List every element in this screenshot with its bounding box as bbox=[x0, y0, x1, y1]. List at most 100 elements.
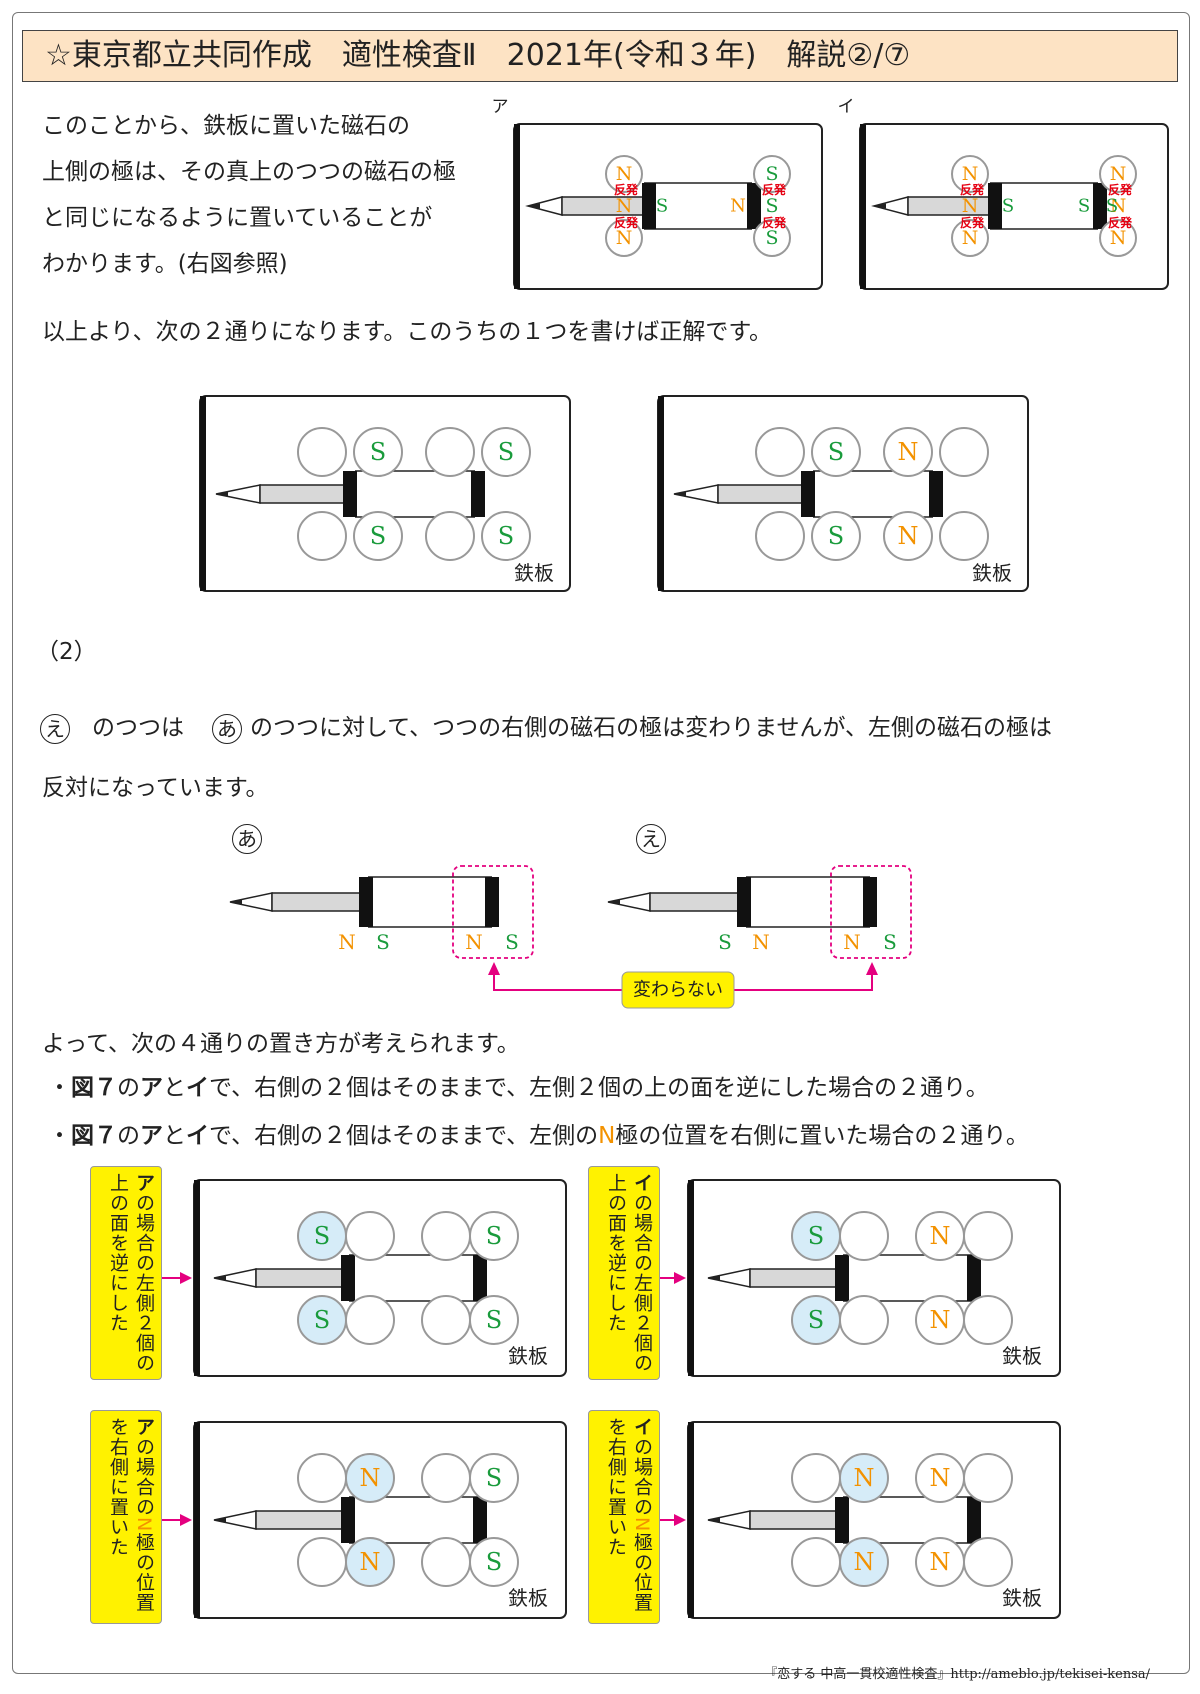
conclusion-bullet-1: ・図７のアとイで、右側の２個はそのままで、左側２個の上の面を逆にした場合の２通り… bbox=[48, 1075, 989, 1101]
case-a-flip-right-magnet bbox=[473, 1255, 487, 1301]
answer-1-circle-2-0 bbox=[425, 427, 475, 477]
fig-a-circle-lb bbox=[605, 219, 643, 257]
diagram-e-left-magnet bbox=[737, 877, 751, 927]
fig-i-circle-lb bbox=[951, 219, 989, 257]
answer-1-pole-left-1: S bbox=[370, 522, 386, 550]
diagram-e-pole-4: S bbox=[883, 930, 897, 954]
answer-1-pole-far-bottom: S bbox=[498, 522, 514, 550]
fig-i-pole-lt: N bbox=[962, 163, 979, 185]
diagram-e-pole-1: S bbox=[718, 930, 732, 954]
case-a-flip-pole-right-1: S bbox=[486, 1306, 502, 1334]
fig-a-repel-l1: 反発 bbox=[614, 182, 639, 197]
fig-i-pole-lb: N bbox=[962, 227, 979, 249]
case-a-move-circle-1-1 bbox=[345, 1537, 395, 1587]
case-a-move-circle-2-0 bbox=[421, 1453, 471, 1503]
answer-1-circle-3-0 bbox=[481, 427, 531, 477]
answer-1-circle-1-1 bbox=[353, 511, 403, 561]
fig-i-pole-rleft: S bbox=[1078, 196, 1090, 217]
diagram-e-pole-3: N bbox=[843, 930, 861, 954]
answer-2-circle-2-1 bbox=[883, 511, 933, 561]
case-i-move-circle-0-1 bbox=[791, 1537, 841, 1587]
label-a-circled: あ bbox=[232, 824, 262, 855]
case-i-move-board-edge bbox=[688, 1422, 694, 1618]
answer-1-circle-3-1 bbox=[481, 511, 531, 561]
case-a-flip-circle-2-1 bbox=[421, 1295, 471, 1345]
case-i-move-pole-hl-1: N bbox=[854, 1548, 875, 1576]
intro-line-3: と同じになるように置いていることが bbox=[42, 205, 433, 231]
case-arrow-head-2 bbox=[180, 1514, 192, 1526]
case-label-i-flip: イの場合の左側２個の上の面を逆にした bbox=[588, 1166, 660, 1380]
case-i-move-circle-0-0 bbox=[791, 1453, 841, 1503]
case-a-flip-circle-3-1 bbox=[469, 1295, 519, 1345]
fig-a-repel-l2: 反発 bbox=[614, 215, 639, 230]
case-a-move-circle-1-0 bbox=[345, 1453, 395, 1503]
case-a-flip-circle-1-0 bbox=[345, 1211, 395, 1261]
fig-i-repel-l1: 反発 bbox=[960, 182, 985, 197]
answer-2-right-magnet bbox=[929, 471, 943, 517]
fig-i-left-magnet bbox=[988, 183, 1002, 229]
case-i-flip-pole-right-0: N bbox=[930, 1222, 951, 1250]
answer-2-circle-1-0 bbox=[811, 427, 861, 477]
fig-a-right-magnet bbox=[747, 183, 761, 229]
diagram-e-highlight-box bbox=[830, 865, 912, 959]
case-a-move-pole-right-0: S bbox=[486, 1464, 502, 1492]
case-i-flip-left-magnet bbox=[835, 1255, 849, 1301]
case-a-flip-pole-hl-1: S bbox=[314, 1306, 330, 1334]
page-frame bbox=[12, 12, 1190, 1674]
case-i-move-left-magnet bbox=[835, 1497, 849, 1543]
diagram-e-pencil-lead bbox=[608, 899, 620, 905]
answer-2-pencil-body bbox=[717, 484, 804, 504]
case-i-move-circle-1-0 bbox=[839, 1453, 889, 1503]
fig-a-pole-rmid: S bbox=[765, 195, 778, 217]
page-title: ☆東京都立共同作成 適性検査Ⅱ 2021年(令和３年) 解説②/⑦ bbox=[22, 30, 1178, 82]
answer-1-circle-0-1 bbox=[297, 511, 347, 561]
diagram-e-pole-2: N bbox=[752, 930, 770, 954]
case-i-move-pole-right-0: N bbox=[930, 1464, 951, 1492]
case-i-flip-circle-1-1 bbox=[839, 1295, 889, 1345]
case-i-move-circle-1-1 bbox=[839, 1537, 889, 1587]
diagram-e-pencil-body bbox=[649, 892, 741, 912]
fig-i-board-edge bbox=[860, 124, 866, 289]
fig-i-circle-rt bbox=[1099, 155, 1137, 193]
diagram-a-pencil-lead bbox=[230, 899, 242, 905]
fig-i-pole-lmid: N bbox=[962, 195, 979, 217]
answer-2-plate-label: 鉄板 bbox=[972, 561, 1012, 585]
fig-i-pole-rb: N bbox=[1110, 227, 1127, 249]
answer-2-pole-left-0: S bbox=[828, 438, 844, 466]
fig-a-pole-lb: N bbox=[616, 227, 633, 249]
label-e-circled: え bbox=[636, 824, 666, 855]
fig-a-pencil-lead bbox=[528, 203, 540, 209]
fig-a-board-edge bbox=[514, 124, 520, 289]
answer-2-pencil-lead bbox=[674, 491, 686, 497]
fig-a-repel-r2: 反発 bbox=[762, 215, 787, 230]
case-i-move-plate-label: 鉄板 bbox=[1002, 1586, 1042, 1610]
case-label-a-flip: アの場合の左側２個の上の面を逆にした bbox=[90, 1166, 162, 1380]
case-a-move-pole-hl-0: N bbox=[360, 1464, 381, 1492]
case-i-move-pole-hl-0: N bbox=[854, 1464, 875, 1492]
case-a-flip-pole-hl-0: S bbox=[314, 1222, 330, 1250]
answer-2-circle-2-0 bbox=[883, 427, 933, 477]
diagram-e-right-magnet bbox=[863, 877, 877, 927]
case-a-flip-left-magnet bbox=[341, 1255, 355, 1301]
fig-a-pole-lright: S bbox=[656, 196, 668, 217]
case-a-move-board-edge bbox=[194, 1422, 200, 1618]
fig-a-pole-rt: S bbox=[765, 163, 778, 185]
case-a-flip-plate-label: 鉄板 bbox=[508, 1344, 548, 1368]
intro-line-1: このことから、鉄板に置いた磁石の bbox=[42, 113, 410, 139]
unchanged-arrow-right bbox=[866, 962, 878, 975]
circled-a: あ bbox=[212, 714, 242, 745]
case-arrow-head-1 bbox=[674, 1272, 686, 1284]
answer-2-circle-1-1 bbox=[811, 511, 861, 561]
answer-2-board-edge bbox=[658, 396, 664, 591]
unchanged-arrow-left bbox=[488, 962, 500, 975]
fig-i-pole-rmid: N bbox=[1110, 195, 1127, 217]
case-i-flip-right-magnet bbox=[967, 1255, 981, 1301]
fig-a-repel-r1: 反発 bbox=[762, 182, 787, 197]
diagram-a-pole-4: S bbox=[505, 930, 519, 954]
case-i-move-circle-3-1 bbox=[963, 1537, 1013, 1587]
section2-line1-part2: のつつに対して、つつの右側の磁石の極は変わりませんが、左側の磁石の極は bbox=[250, 715, 1053, 741]
section2-line-2: 反対になっています。 bbox=[42, 775, 269, 801]
case-i-flip-circle-3-0 bbox=[963, 1211, 1013, 1261]
answer-2-left-magnet bbox=[801, 471, 815, 517]
